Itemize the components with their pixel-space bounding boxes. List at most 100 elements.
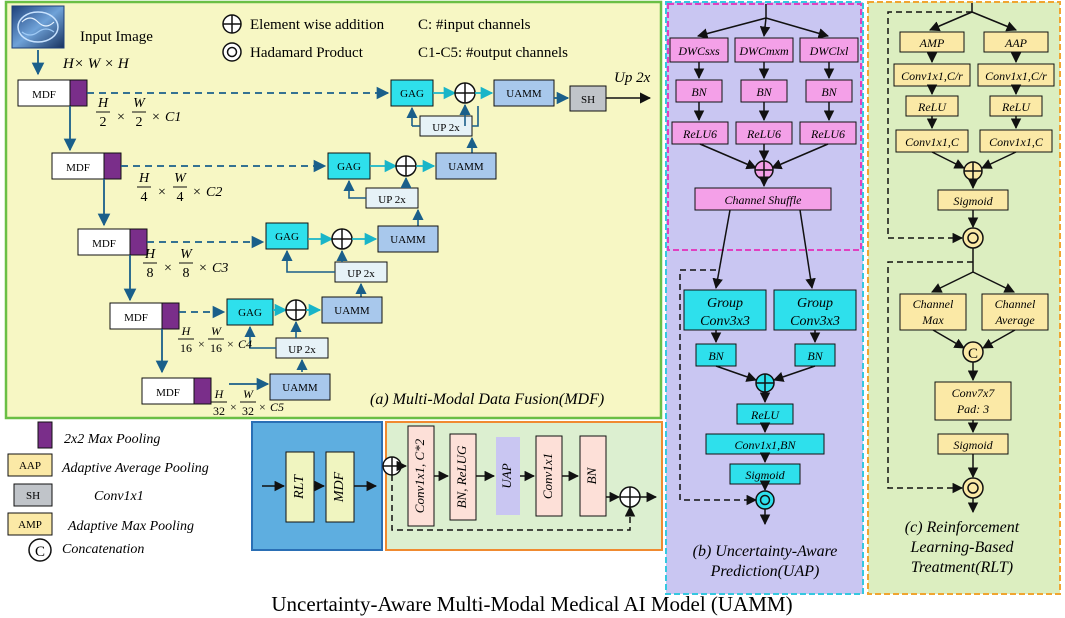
svg-text:Channel Shuffle: Channel Shuffle [725,193,803,207]
amp-legend-swatch [7,512,53,536]
dims-level-4: H 16 × W 16 × C4 [178,324,252,355]
svg-text:Group: Group [707,296,743,311]
svg-text:H: H [181,324,192,338]
uap-panel: DWCsxs DWCmxm DWClxl BN BN BN ReLU6 ReLU… [665,1,864,595]
svg-text:4: 4 [177,190,184,205]
svg-text:Max: Max [921,313,944,327]
uamm-conv-block [535,435,563,517]
add-node-3 [331,228,353,250]
svg-text:Conv7x7: Conv7x7 [952,386,996,400]
diagram-title: Uncertainty-Aware Multi-Modal Medical AI… [271,592,792,616]
svg-text:Conv1x1,C: Conv1x1,C [989,135,1044,149]
up-block-1: UP 2x [419,115,473,137]
svg-text:×: × [227,337,234,351]
rlt-caption-line2: Learning-Based [909,539,1014,556]
svg-text:Conv3x3: Conv3x3 [790,314,840,329]
svg-text:ReLU: ReLU [917,100,947,114]
svg-text:C5: C5 [270,400,284,414]
svg-text:W: W [174,171,187,186]
rlt-caption-line3: Treatment(RLT) [911,559,1013,576]
concat-legend-icon [28,538,52,562]
legend-concat-label: Concatenation [62,542,144,557]
rlt-panel: AMP AAP Conv1x1,C/r Conv1x1,C/r ReLU ReL… [867,1,1061,595]
legend-aap-label: Adaptive Average Pooling [61,461,209,476]
mdf-block-1: MDF [17,79,88,107]
rlt-channel-average [981,293,1049,331]
legend-amp-label: Adaptive Max Pooling [67,519,194,534]
svg-text:C: C [968,346,978,362]
svg-text:ReLU6: ReLU6 [810,127,845,141]
svg-text:BN: BN [584,466,599,484]
uap-hadamard-node [755,490,775,510]
svg-text:H: H [144,247,156,262]
svg-text:MDF: MDF [332,471,347,503]
svg-text:W: W [180,247,193,262]
svg-text:ReLU6: ReLU6 [746,127,781,141]
svg-text:W: W [243,387,254,401]
svg-text:BN: BN [691,85,707,99]
uamm-mdf-block [325,451,355,523]
legend-hadamard-label: Hadamard Product [250,45,364,61]
uamm-block-4-label: UAMM [334,305,370,317]
rlt-hadamard-node-1 [962,227,984,249]
uap-add-node-2 [755,373,775,393]
mdf-block-5: MDF [141,377,212,405]
svg-text:32: 32 [242,404,254,418]
svg-text:W: W [133,96,146,111]
uamm-block-3-label: UAMM [390,234,426,246]
gag-block-2: GAG [327,152,371,180]
svg-text:BN: BN [807,349,823,363]
uap-caption-line1: (b) Uncertainty-Aware [693,543,838,560]
uap-caption-line2: Prediction(UAP) [710,563,820,580]
uamm-block-5: UAMM [269,373,331,401]
svg-text:RLT: RLT [292,474,307,500]
up-block-2-label: UP 2x [378,194,406,206]
svg-text:SH: SH [26,490,40,502]
svg-text:C1: C1 [165,110,181,125]
svg-text:Conv1x1: Conv1x1 [540,453,555,499]
svg-text:AMP: AMP [18,519,42,531]
svg-text:Conv1x1, C*2: Conv1x1, C*2 [412,438,427,513]
uamm-uap-block [496,437,520,515]
uamm-block-4: UAMM [321,296,383,324]
svg-text:BN: BN [708,349,724,363]
gag-block-4: GAG [226,298,274,326]
rlt-caption-line1: (c) Reinforcement [905,519,1020,536]
legend-cout-label: C1-C5: #output channels [418,45,568,61]
up-block-3: UP 2x [334,261,388,283]
mdf-block-3: MDF [77,228,148,256]
mdf-caption: (a) Multi-Modal Data Fusion(MDF) [370,391,604,408]
sh-block: SH [569,85,607,112]
add-node-2 [395,155,417,177]
svg-text:×: × [193,185,201,200]
svg-text:C2: C2 [206,185,222,200]
svg-text:×: × [152,110,160,125]
mdf-panel-background [4,0,663,420]
rlt-add-node [963,161,983,181]
rlt-channel-max [899,293,967,331]
dims-level-3: H 8 × W 8 × C3 [143,247,228,281]
up-block-1-label: UP 2x [432,122,460,134]
svg-text:Average: Average [994,313,1035,327]
uamm-bn-relug-block [449,433,477,521]
up-block-4: UP 2x [275,337,329,359]
dims-level-1: H 2 × W 2 × C1 [96,96,181,130]
svg-text:DWCmxm: DWCmxm [738,44,789,58]
input-dims: H× W × H [62,56,130,72]
svg-text:×: × [164,261,172,276]
svg-text:C3: C3 [212,261,228,276]
svg-text:2: 2 [136,115,143,130]
uamm-block-5-label: UAMM [282,382,318,394]
svg-text:W: W [211,324,222,338]
svg-text:Channel: Channel [995,297,1036,311]
legend-add-label: Element wise addition [250,17,385,33]
svg-text:H: H [97,96,109,111]
mdf-block-1-label: MDF [32,89,56,101]
svg-text:Sigmoid: Sigmoid [953,438,993,452]
dims-level-5: H 32 × W 32 × C5 [211,387,284,418]
uamm-conv-c2-block [407,425,435,527]
mdf-block-2: MDF [51,152,122,180]
uamm-bn-block [579,435,607,517]
sh-block-label: SH [581,94,595,106]
gag-block-1-label: GAG [400,88,424,100]
